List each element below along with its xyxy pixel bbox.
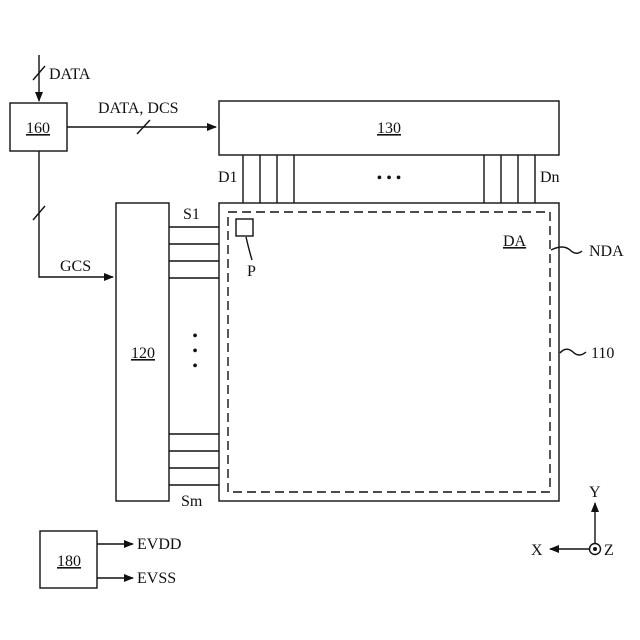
y-axis-label: Y bbox=[589, 484, 601, 501]
z-axis-dot bbox=[593, 547, 597, 551]
scan-driver-label: 120 bbox=[131, 345, 155, 362]
panel-label: 110 bbox=[591, 345, 614, 362]
scan-lines-ellipsis-dot: • bbox=[192, 358, 198, 375]
data-dcs-label: DATA, DCS bbox=[98, 100, 179, 117]
data-line-last-label: Dn bbox=[540, 169, 560, 186]
display-area-label: DA bbox=[503, 233, 527, 250]
evdd-label: EVDD bbox=[137, 536, 181, 553]
non-display-area-label: NDA bbox=[589, 243, 624, 260]
scan-line-first-label: S1 bbox=[183, 206, 200, 223]
pixel-label: P bbox=[247, 263, 256, 280]
gcs-label: GCS bbox=[60, 258, 91, 275]
pixel-leader bbox=[246, 237, 252, 260]
data-line-first-label: D1 bbox=[218, 169, 238, 186]
evss-label: EVSS bbox=[137, 570, 176, 587]
pixel-square bbox=[236, 219, 253, 236]
power-label: 180 bbox=[57, 553, 81, 570]
display-area-boundary bbox=[228, 212, 550, 492]
panel-leader bbox=[560, 349, 586, 355]
nda-leader bbox=[551, 247, 582, 253]
coordinate-axes bbox=[550, 503, 601, 555]
scan-line-last-label: Sm bbox=[181, 493, 203, 510]
data-input-label: DATA bbox=[49, 66, 91, 83]
controller-label: 160 bbox=[26, 120, 50, 137]
x-axis-label: X bbox=[531, 542, 543, 559]
z-axis-label: Z bbox=[604, 542, 614, 559]
data-lines-ellipsis: • • • bbox=[377, 170, 402, 187]
data-driver-label: 130 bbox=[377, 120, 401, 137]
